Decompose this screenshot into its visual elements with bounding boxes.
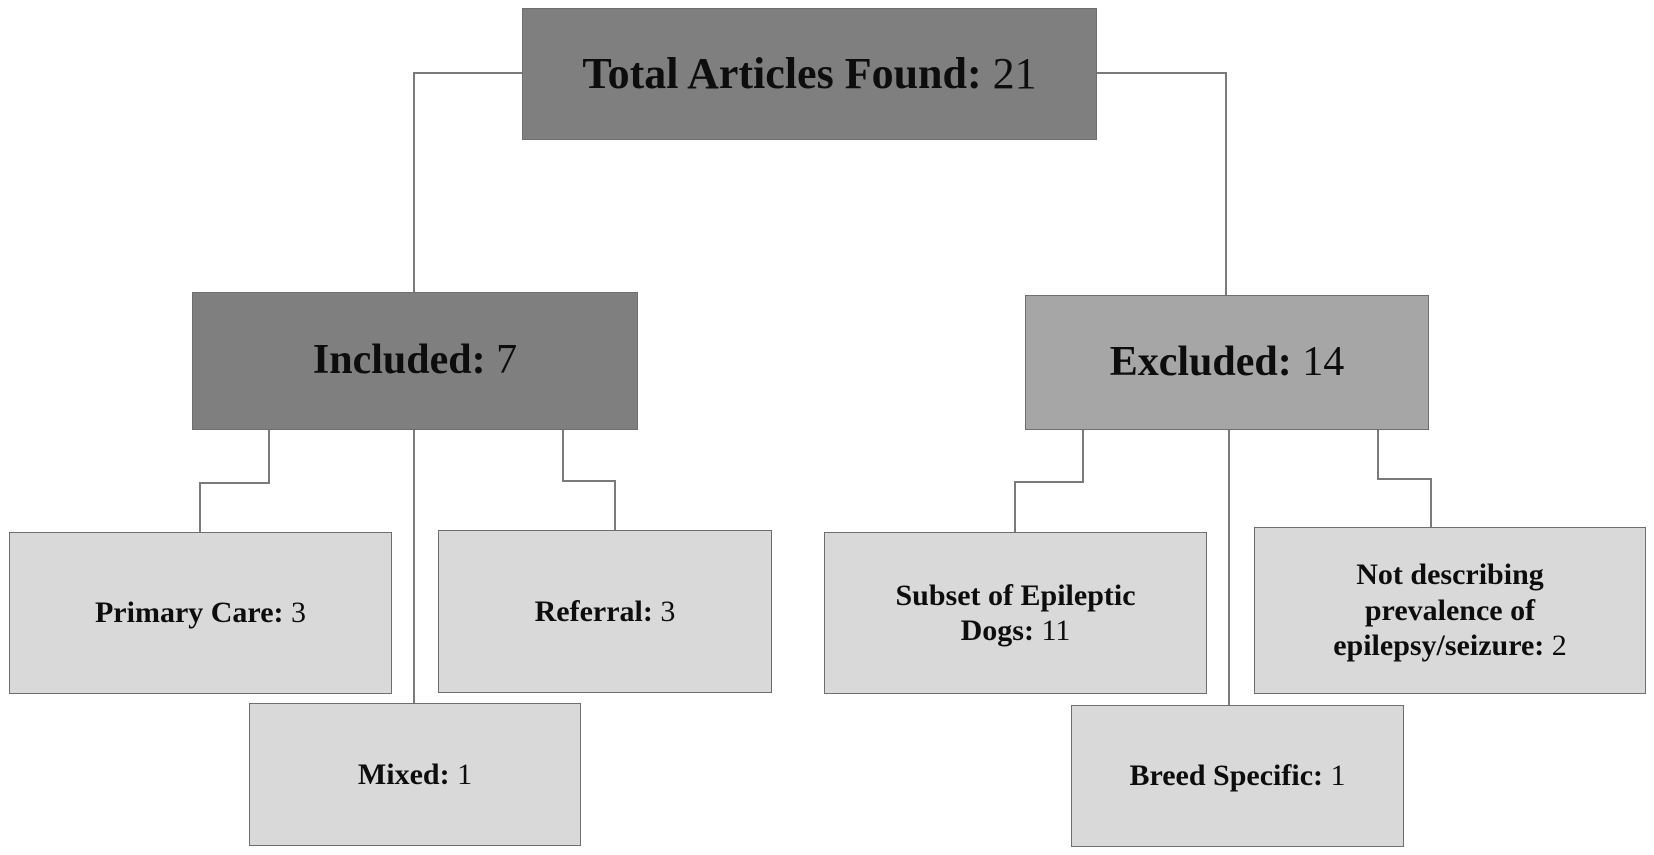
referral-box: Referral: 3: [438, 530, 772, 693]
subset-epileptic-label-line2: Dogs:: [960, 614, 1034, 647]
root-label: Total Articles Found:: [582, 49, 982, 99]
excluded-value: 14: [1302, 338, 1345, 385]
mixed-label: Mixed:: [357, 757, 450, 791]
breed-specific-label: Breed Specific:: [1129, 759, 1324, 793]
subset-epileptic-value: 11: [1041, 614, 1071, 647]
connector-root-to-included: [413, 72, 522, 292]
connector-root-to-excluded: [1097, 72, 1227, 295]
not-describing-value: 2: [1551, 629, 1567, 663]
subset-epileptic-label-line1: Subset of Epileptic: [895, 578, 1136, 612]
mixed-box: Mixed: 1: [249, 703, 581, 846]
connector-included-to-referral: [562, 430, 616, 530]
subset-epileptic-box: Subset of Epileptic Dogs: 11: [824, 532, 1207, 694]
connector-excluded-to-subset: [1014, 430, 1084, 532]
primary-care-label: Primary Care:: [94, 596, 284, 630]
referral-value: 3: [660, 594, 676, 628]
breed-specific-box: Breed Specific: 1: [1071, 705, 1404, 847]
not-describing-label-line3: epilepsy/seizure:: [1333, 629, 1545, 663]
breed-specific-value: 1: [1330, 759, 1346, 793]
primary-care-box: Primary Care: 3: [9, 532, 392, 694]
excluded-box: Excluded: 14: [1025, 295, 1429, 430]
root-box-total-articles: Total Articles Found: 21: [522, 8, 1097, 140]
included-value: 7: [496, 337, 518, 384]
primary-care-value: 3: [291, 596, 307, 630]
mixed-value: 1: [457, 757, 473, 791]
connector-included-to-primary-care: [199, 430, 270, 532]
connector-excluded-to-not-describing: [1377, 430, 1432, 527]
not-describing-label-line1: Not describing: [1356, 558, 1544, 592]
not-describing-label-line2: prevalence of: [1364, 593, 1536, 627]
not-describing-box: Not describing prevalence of epilepsy/se…: [1254, 527, 1646, 694]
excluded-label: Excluded:: [1109, 338, 1292, 385]
root-value: 21: [992, 49, 1037, 99]
referral-label: Referral:: [534, 594, 653, 628]
included-box: Included: 7: [192, 292, 638, 430]
included-label: Included:: [312, 337, 486, 384]
